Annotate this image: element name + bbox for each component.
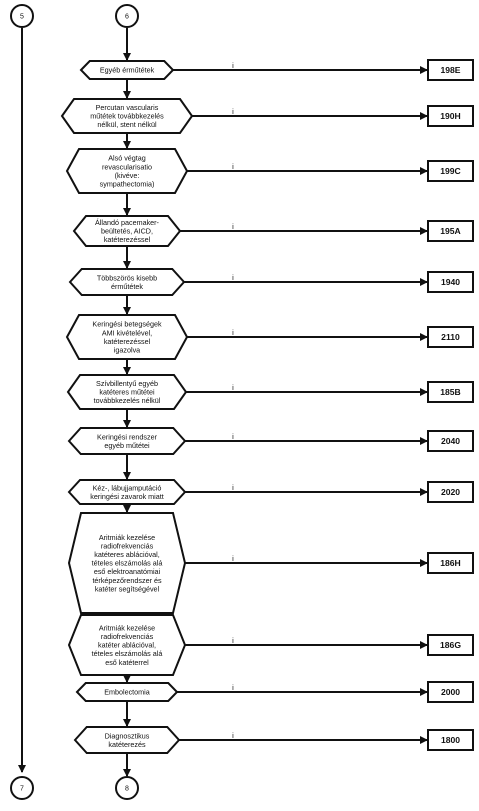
result-code-4: 195A — [440, 226, 461, 236]
decision-node-10-line-5: eső elektroanatómiai — [94, 567, 161, 576]
decision-node-6-line-3: katéterezéssel — [104, 337, 151, 346]
branch-label-4: i — [232, 222, 234, 231]
decision-node-5-line-1: Többszörös kisebb — [97, 273, 157, 282]
result-code-3: 199C — [440, 166, 461, 176]
decision-node-6-line-4: igazolva — [114, 346, 140, 355]
decision-node-8-line-2: egyéb műtétei — [104, 441, 150, 450]
decision-node-4-line-2: beültetés, AICD, — [101, 227, 153, 236]
decision-node-10-line-7: katéter segítségével — [95, 584, 160, 593]
decision-node-7-line-2: katéteres műtétei — [99, 388, 155, 397]
decision-node-10-line-1: Aritmiák kezelése — [99, 533, 155, 542]
result-box-13 — [427, 729, 474, 751]
result-box-10 — [427, 552, 474, 574]
result-code-1: 198E — [440, 65, 460, 75]
result-code-6: 2110 — [441, 332, 460, 342]
result-code-12: 2000 — [441, 687, 460, 697]
result-box-4 — [427, 220, 474, 242]
branch-label-9: i — [232, 483, 234, 492]
result-box-11 — [427, 634, 474, 656]
connector-6: 6 — [115, 4, 139, 28]
decision-node-10-line-2: radiofrekvenciás — [101, 541, 154, 550]
decision-node-2-line-2: műtétek továbbkezelés — [90, 112, 164, 121]
branch-label-2: i — [232, 107, 234, 116]
decision-node-10-line-4: tételes elszámolás alá — [92, 559, 163, 568]
result-box-5 — [427, 271, 474, 293]
result-code-2: 190H — [440, 111, 461, 121]
result-code-13: 1800 — [441, 735, 460, 745]
decision-node-11-line-2: radiofrekvenciás — [101, 632, 154, 641]
result-code-8: 2040 — [441, 436, 460, 446]
result-box-1 — [427, 59, 474, 81]
decision-node-4-line-1: Állandó pacemaker- — [95, 218, 160, 227]
decision-node-7-line-1: Szívbillentyű egyéb — [96, 379, 158, 388]
branch-label-12: i — [232, 683, 234, 692]
decision-node-5-line-2: érműtétek — [111, 282, 143, 291]
decision-node-3-line-3: (kivéve: — [115, 171, 140, 180]
connector-5: 5 — [10, 4, 34, 28]
branch-label-10: i — [232, 554, 234, 563]
decision-node-8-line-1: Keringési rendszer — [97, 432, 158, 441]
decision-node-11-line-5: eső katéterrel — [105, 658, 149, 667]
branch-label-8: i — [232, 432, 234, 441]
branch-label-5: i — [232, 273, 234, 282]
branch-label-13: i — [232, 731, 234, 740]
result-box-9 — [427, 481, 474, 503]
result-code-10: 186H — [440, 558, 461, 568]
decision-node-3-line-2: revascularisatio — [102, 162, 152, 171]
decision-node-2-line-3: nélkül, stent nélkül — [97, 120, 157, 129]
result-code-5: 1940 — [441, 277, 460, 287]
decision-node-6-line-2: AMI kivételével, — [102, 328, 152, 337]
connector-7: 7 — [10, 776, 34, 800]
flow-layer: Egyéb érműtétek i 198E Percutan vascularism… — [60, 28, 474, 777]
decision-node-11-line-3: katéter ablációval, — [98, 641, 156, 650]
result-box-3 — [427, 160, 474, 182]
connector-8-label: 8 — [125, 786, 129, 793]
decision-node-3-line-4: sympathectomia) — [100, 180, 155, 189]
decision-node-11-line-4: tételes elszámolás alá — [92, 649, 163, 658]
decision-node-4-line-3: katéterezéssel — [104, 235, 151, 244]
decision-node-1-line-1: Egyéb érműtétek — [100, 66, 155, 75]
result-box-8 — [427, 430, 474, 452]
decision-node-7-line-3: továbbkezelés nélkül — [94, 396, 161, 405]
branch-label-6: i — [232, 328, 234, 337]
decision-node-12-line-1: Embolectomia — [104, 688, 150, 697]
connector-6-label: 6 — [125, 14, 129, 21]
result-box-2 — [427, 105, 474, 127]
branch-label-1: i — [232, 61, 234, 70]
decision-node-10-line-3: katéteres ablációval, — [94, 550, 160, 559]
decision-node-13-line-2: katéterezés — [108, 740, 146, 749]
result-box-7 — [427, 381, 474, 403]
result-code-7: 185B — [440, 387, 461, 397]
result-code-9: 2020 — [441, 487, 460, 497]
connector-8: 8 — [115, 776, 139, 800]
decision-node-3-line-1: Alsó végtag — [108, 154, 146, 163]
decision-node-9-line-1: Kéz-, lábujjamputáció — [93, 483, 162, 492]
decision-node-10-line-6: térképezőrendszer és — [92, 576, 162, 585]
branch-label-11: i — [232, 636, 234, 645]
connector-7-label: 7 — [20, 786, 24, 793]
decision-node-6-line-1: Keringési betegségek — [92, 320, 162, 329]
decision-node-13-line-1: Diagnosztikus — [105, 731, 150, 740]
result-box-12 — [427, 681, 474, 703]
decision-node-9-line-2: keringési zavarok miatt — [90, 492, 164, 501]
result-code-11: 186G — [440, 640, 461, 650]
connector-5-label: 5 — [20, 14, 24, 21]
decision-node-2-line-1: Percutan vascularis — [96, 103, 159, 112]
result-box-6 — [427, 326, 474, 348]
branch-label-7: i — [232, 383, 234, 392]
branch-label-3: i — [232, 162, 234, 171]
decision-node-11-line-1: Aritmiák kezelése — [99, 623, 155, 632]
